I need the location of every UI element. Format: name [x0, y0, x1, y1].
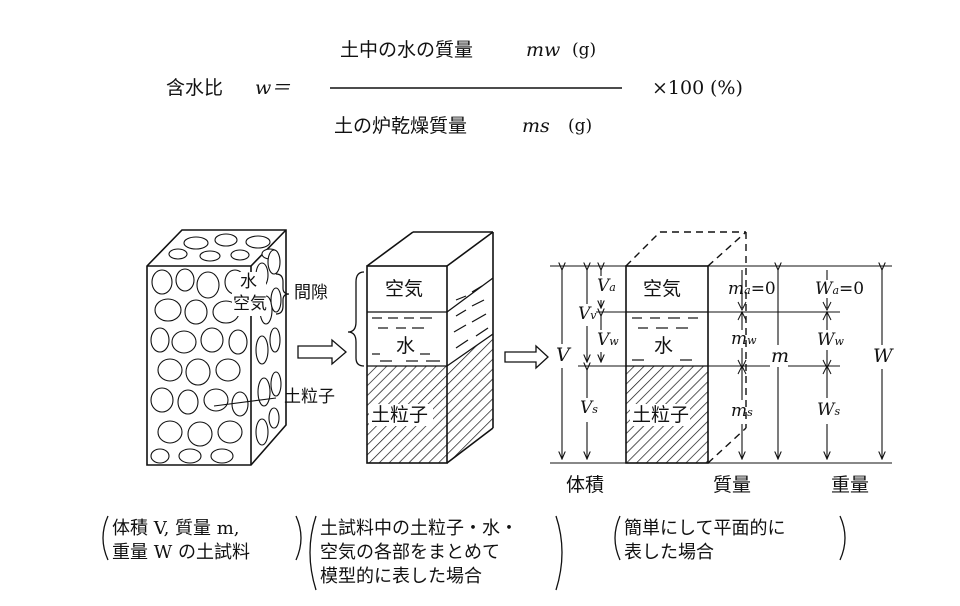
- formula-numerator-text: 土中の水の質量: [340, 39, 474, 61]
- label-Va: Va: [597, 276, 616, 296]
- label-m: m: [771, 345, 790, 367]
- label-mw: mw: [731, 329, 757, 349]
- soil-sample-block: [146, 229, 290, 466]
- formula-numerator-var: mw: [526, 39, 561, 61]
- label-ms: ms: [731, 401, 753, 421]
- fig3-caption-line2: 表した場合: [624, 542, 714, 563]
- formula-denominator-var: ms: [522, 115, 550, 137]
- label-V: V: [556, 344, 570, 366]
- fig3-water-label: 水: [654, 335, 674, 357]
- formula-numerator-unit: (g): [572, 40, 597, 60]
- fig2-caption-line3: 模型的に表した場合: [320, 566, 482, 587]
- fig2-air-label: 空気: [385, 278, 424, 300]
- label-Vs: Vs: [580, 398, 598, 418]
- fig2-caption-line1: 土試料中の土粒子・水・: [320, 518, 518, 539]
- fig1-water-label: 水: [240, 272, 257, 292]
- formula-multiplier: ×100: [652, 77, 705, 99]
- label-ma: ma=0: [728, 279, 776, 299]
- label-Ws: Ws: [817, 400, 841, 420]
- weight-label: 重量: [831, 474, 870, 496]
- formula-percent-unit: (%): [710, 77, 743, 99]
- formula-denominator-unit: (g): [568, 116, 593, 136]
- label-Ww: Ww: [817, 330, 844, 350]
- label-Wa: Wa=0: [815, 279, 865, 299]
- volume-label: 体積: [566, 474, 605, 496]
- fig1-pore-label: 間隙: [294, 283, 328, 303]
- caption-parens: [102, 515, 846, 591]
- fig2-particle-label: 土粒子: [371, 404, 429, 426]
- formula-lhs-label: 含水比: [166, 77, 224, 99]
- fig1-caption-line1: 体積 V, 質量 m,: [112, 518, 240, 539]
- formula-lhs-var: w＝: [255, 77, 291, 99]
- formula-denominator-text: 土の炉乾燥質量: [334, 115, 468, 137]
- label-Vv: Vv: [578, 304, 597, 324]
- phase-model-block: [366, 231, 494, 464]
- flat-phase-diagram: [550, 231, 892, 464]
- fig1-air-label: 空気: [233, 294, 267, 314]
- arrow-2: [504, 344, 549, 370]
- fig3-particle-label: 土粒子: [632, 404, 690, 426]
- fig2-caption-line2: 空気の各部をまとめて: [320, 542, 500, 563]
- fig1-particle-label: 土粒子: [284, 387, 335, 407]
- fig1-caption-line2: 重量 W の土試料: [112, 542, 250, 563]
- fig3-caption-line1: 簡単にして平面的に: [624, 518, 786, 539]
- fig3-air-label: 空気: [643, 278, 682, 300]
- mass-label: 質量: [713, 474, 752, 496]
- arrow-1: [297, 338, 347, 366]
- fig2-water-label: 水: [396, 335, 416, 357]
- label-Vw: Vw: [597, 330, 619, 350]
- label-W: W: [873, 345, 893, 367]
- pore-brace: [347, 271, 365, 367]
